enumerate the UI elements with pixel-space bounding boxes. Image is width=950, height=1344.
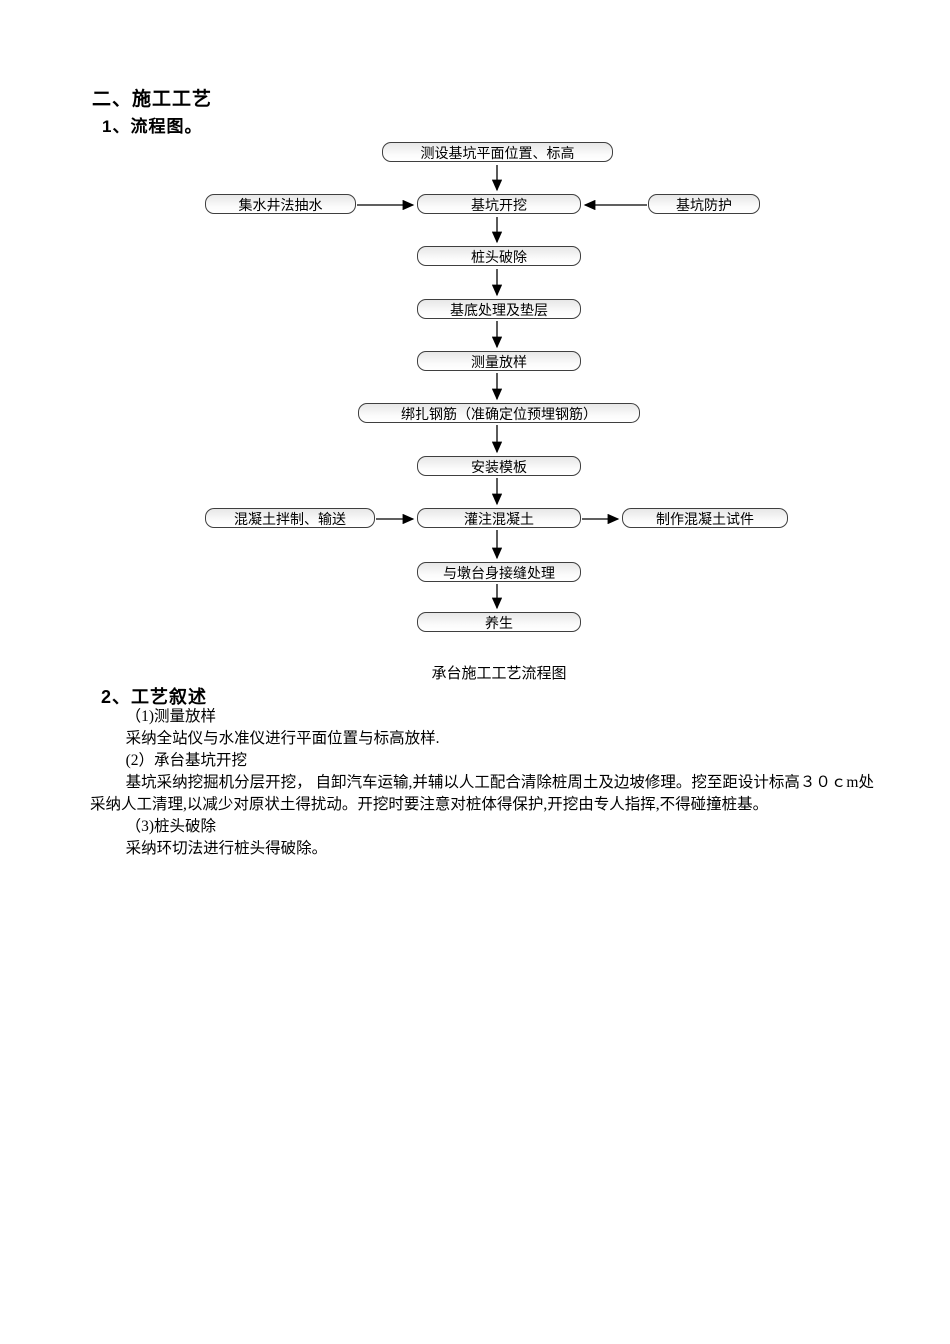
flow-step-base-treatment: 基底处理及垫层 (417, 299, 581, 319)
subheading-process-description: 2、工艺叙述 (101, 687, 208, 707)
section-heading: 二、施工工艺 (92, 89, 213, 110)
flow-step-curing: 养生 (417, 612, 581, 632)
flow-step-well-dewatering: 集水井法抽水 (205, 194, 356, 214)
paragraph-excavation-title: (2）承台基坑开挖 (125, 752, 248, 769)
process-flowchart: 测设基坑平面位置、标高 集水井法抽水 基坑开挖 基坑防护 桩头破除 基底处理及垫… (205, 142, 788, 632)
flow-step-joint-treatment: 与墩台身接缝处理 (417, 562, 581, 582)
flow-step-concrete-mixing: 混凝土拌制、输送 (205, 508, 375, 528)
flow-step-formwork: 安装模板 (417, 456, 581, 476)
paragraph-excavation-body: 基坑采纳挖掘机分层开挖， 自卸汽车运输,并辅以人工配合清除桩周土及边坡修理。挖至… (90, 774, 874, 813)
paragraph-pile-head-title: （3)桩头破除 (125, 818, 217, 835)
flow-step-survey-position: 测设基坑平面位置、标高 (382, 142, 613, 162)
flowchart-caption: 承台施工工艺流程图 (431, 666, 567, 682)
flow-step-setting-out: 测量放样 (417, 351, 581, 371)
paragraph-setting-out-body: 采纳全站仪与水准仪进行平面位置与标高放样. (125, 730, 440, 747)
paragraph-setting-out-title: （1)测量放样 (125, 708, 217, 725)
flow-arrows (357, 165, 647, 610)
flow-step-concrete-specimens: 制作混凝土试件 (622, 508, 788, 528)
flow-step-pit-excavation: 基坑开挖 (417, 194, 581, 214)
flow-step-pit-protection: 基坑防护 (648, 194, 760, 214)
subheading-flowchart: 1、流程图。 (102, 117, 203, 136)
flow-step-rebar-binding: 绑扎钢筋（准确定位预埋钢筋） (358, 403, 640, 423)
process-description-text: （1)测量放样 采纳全站仪与水准仪进行平面位置与标高放样. (2）承台基坑开挖 … (90, 706, 880, 860)
paragraph-pile-head-body: 采纳环切法进行桩头得破除。 (125, 840, 328, 857)
flow-step-concrete-pouring: 灌注混凝土 (417, 508, 581, 528)
flow-step-pile-head-removal: 桩头破除 (417, 246, 581, 266)
